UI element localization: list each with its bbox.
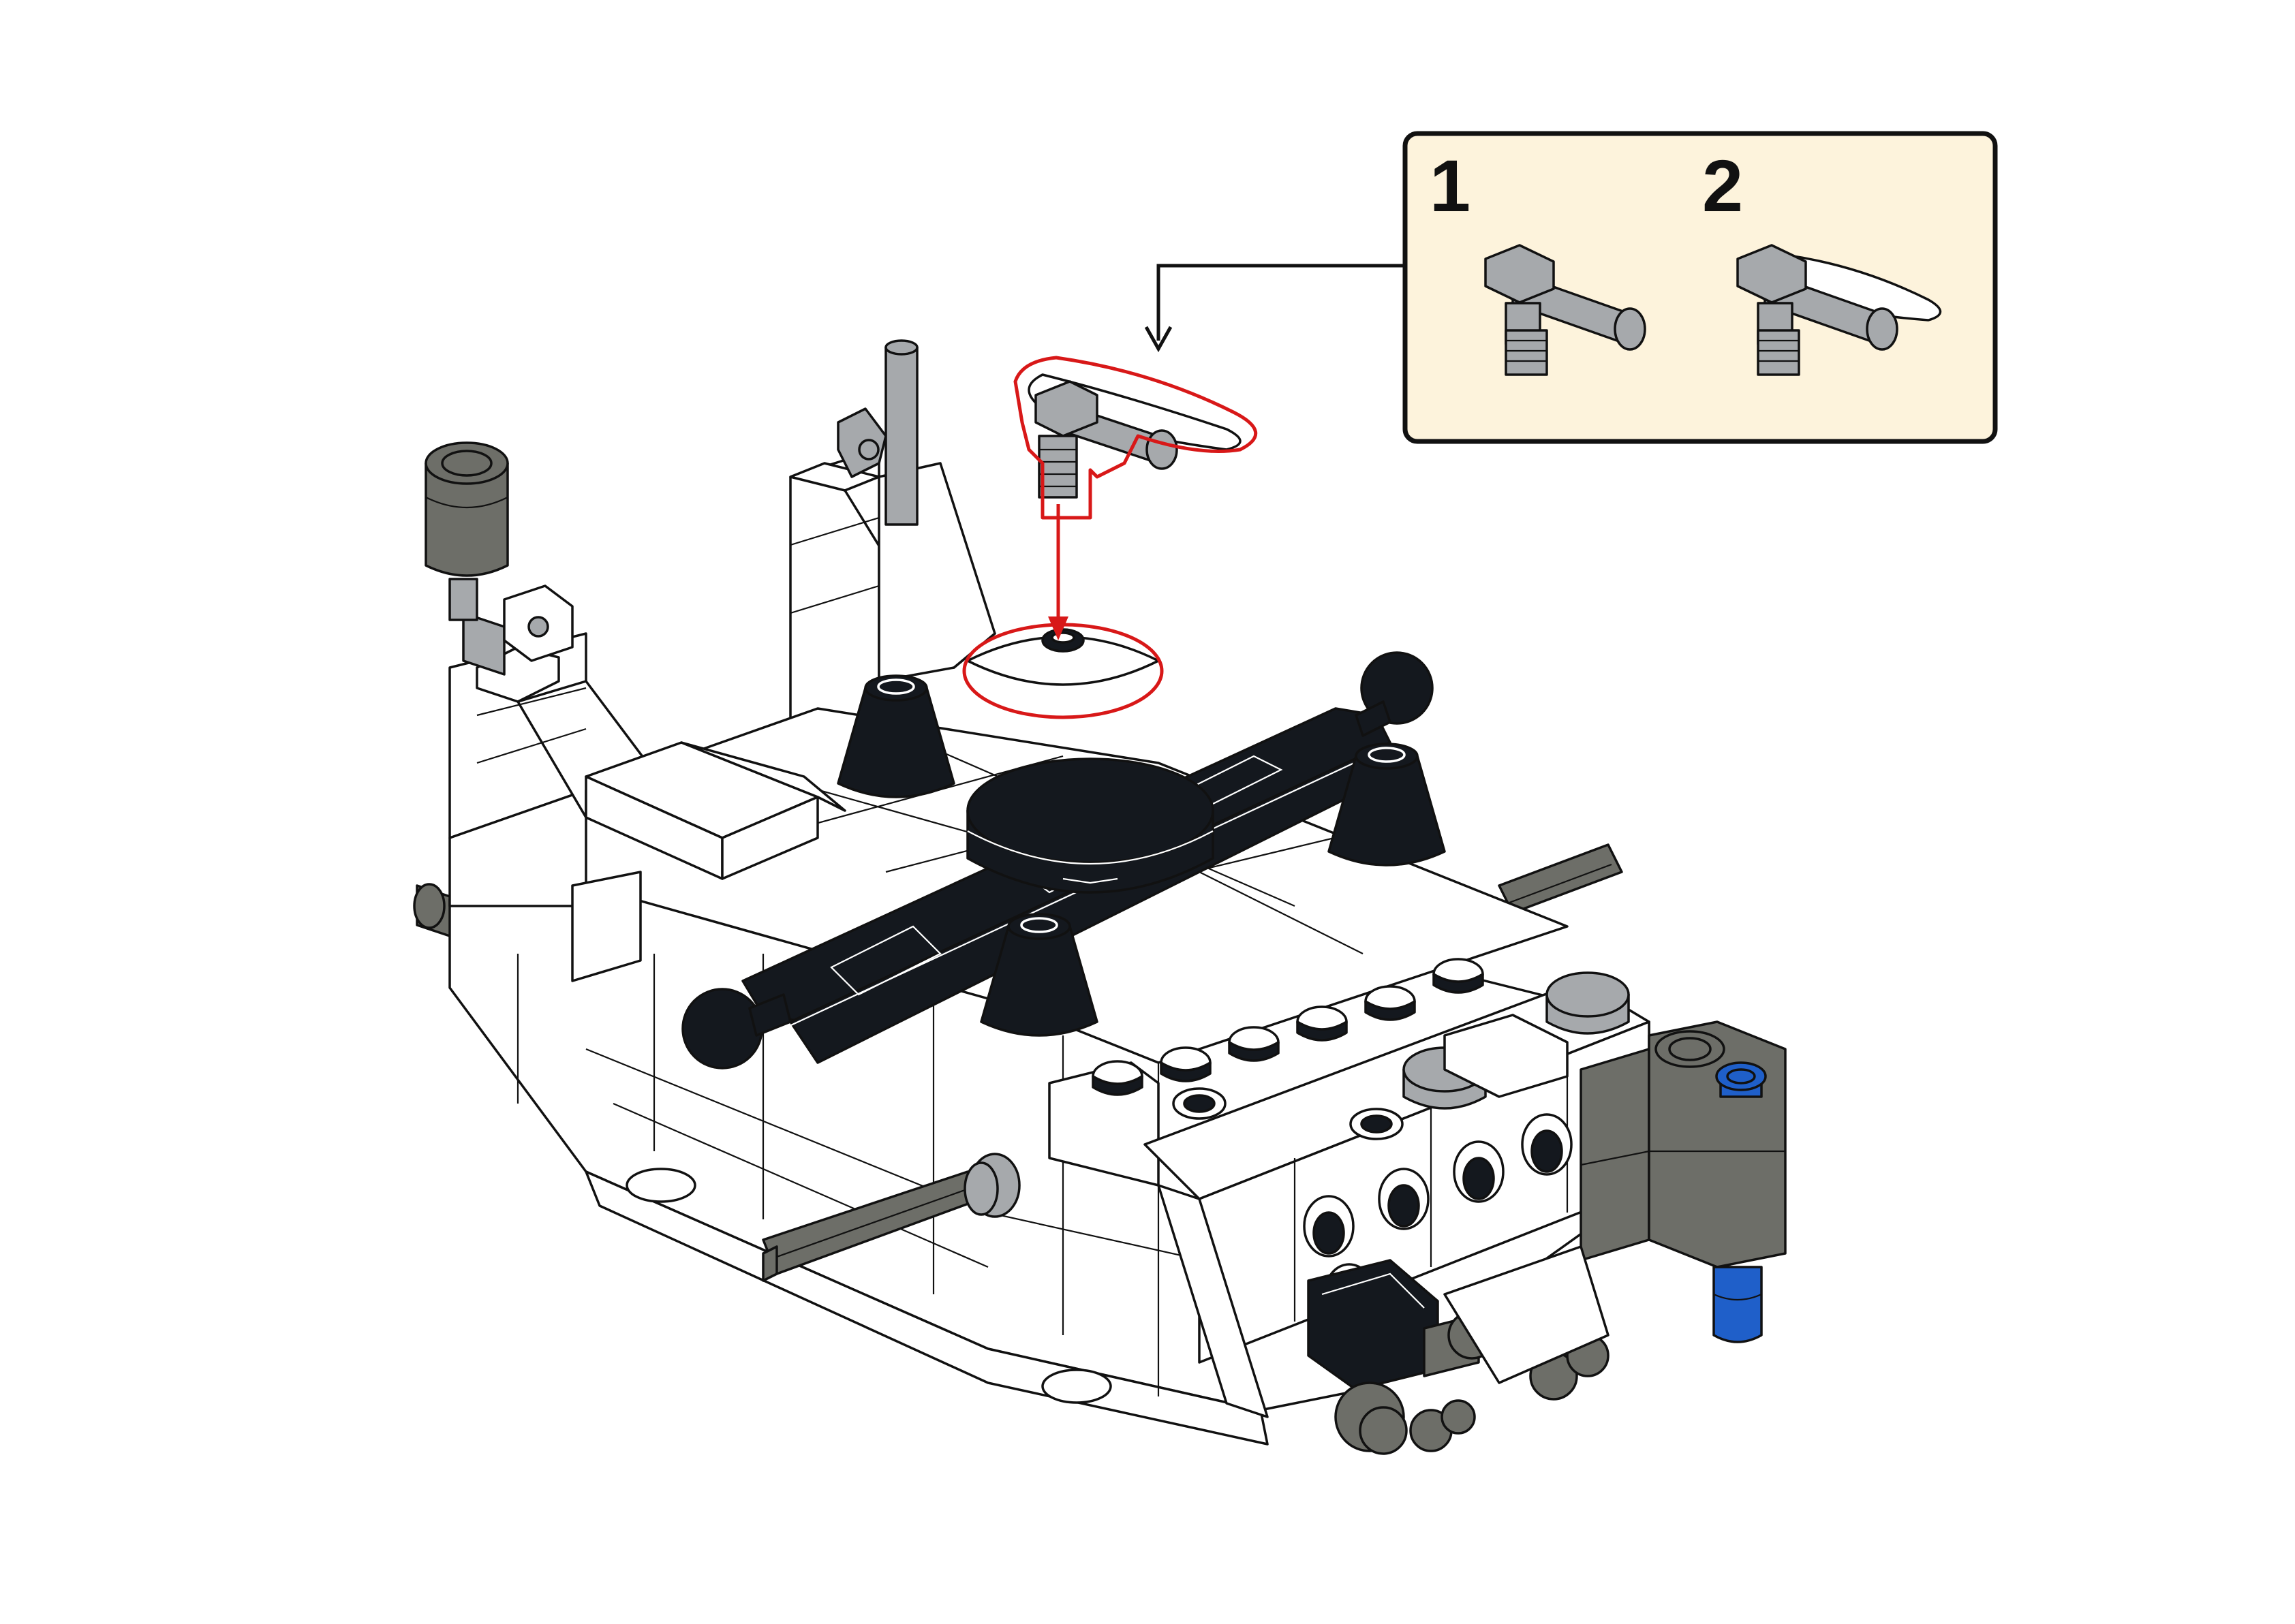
black-cones	[837, 674, 1446, 1037]
turntable	[966, 758, 1214, 894]
callout-arrow	[1144, 264, 1405, 353]
left-lamp	[425, 441, 509, 621]
front-lower-parts	[1307, 1245, 1609, 1455]
new-part-highlighted	[1013, 356, 1258, 640]
blue-pin	[1712, 1061, 1767, 1343]
black-hollow-studs	[1172, 1087, 1404, 1140]
cone-front	[980, 913, 1098, 1037]
cone-right	[1327, 743, 1446, 866]
placement-arrow	[1048, 504, 1068, 640]
slope-block	[571, 741, 846, 982]
step-1-part	[1484, 244, 1646, 376]
step-number-1: 1	[1430, 144, 1470, 227]
main-model	[413, 339, 1787, 1455]
white-studs	[1092, 958, 1573, 1326]
right-rear-axle	[1498, 843, 1623, 914]
front-axle	[762, 1153, 1021, 1282]
step-number-2: 2	[1702, 144, 1743, 227]
technic-beam	[1580, 1020, 1787, 1343]
cone-left	[837, 674, 955, 798]
target-dish-highlight	[962, 623, 1164, 719]
back-pillar	[789, 339, 996, 751]
antenna-bar	[884, 339, 919, 526]
new-part-dish-stand	[1013, 356, 1258, 520]
gray-round-tiles	[1402, 971, 1630, 1110]
subassembly-callout: 1 2	[1402, 131, 1998, 444]
step-2-part	[1736, 244, 1942, 376]
